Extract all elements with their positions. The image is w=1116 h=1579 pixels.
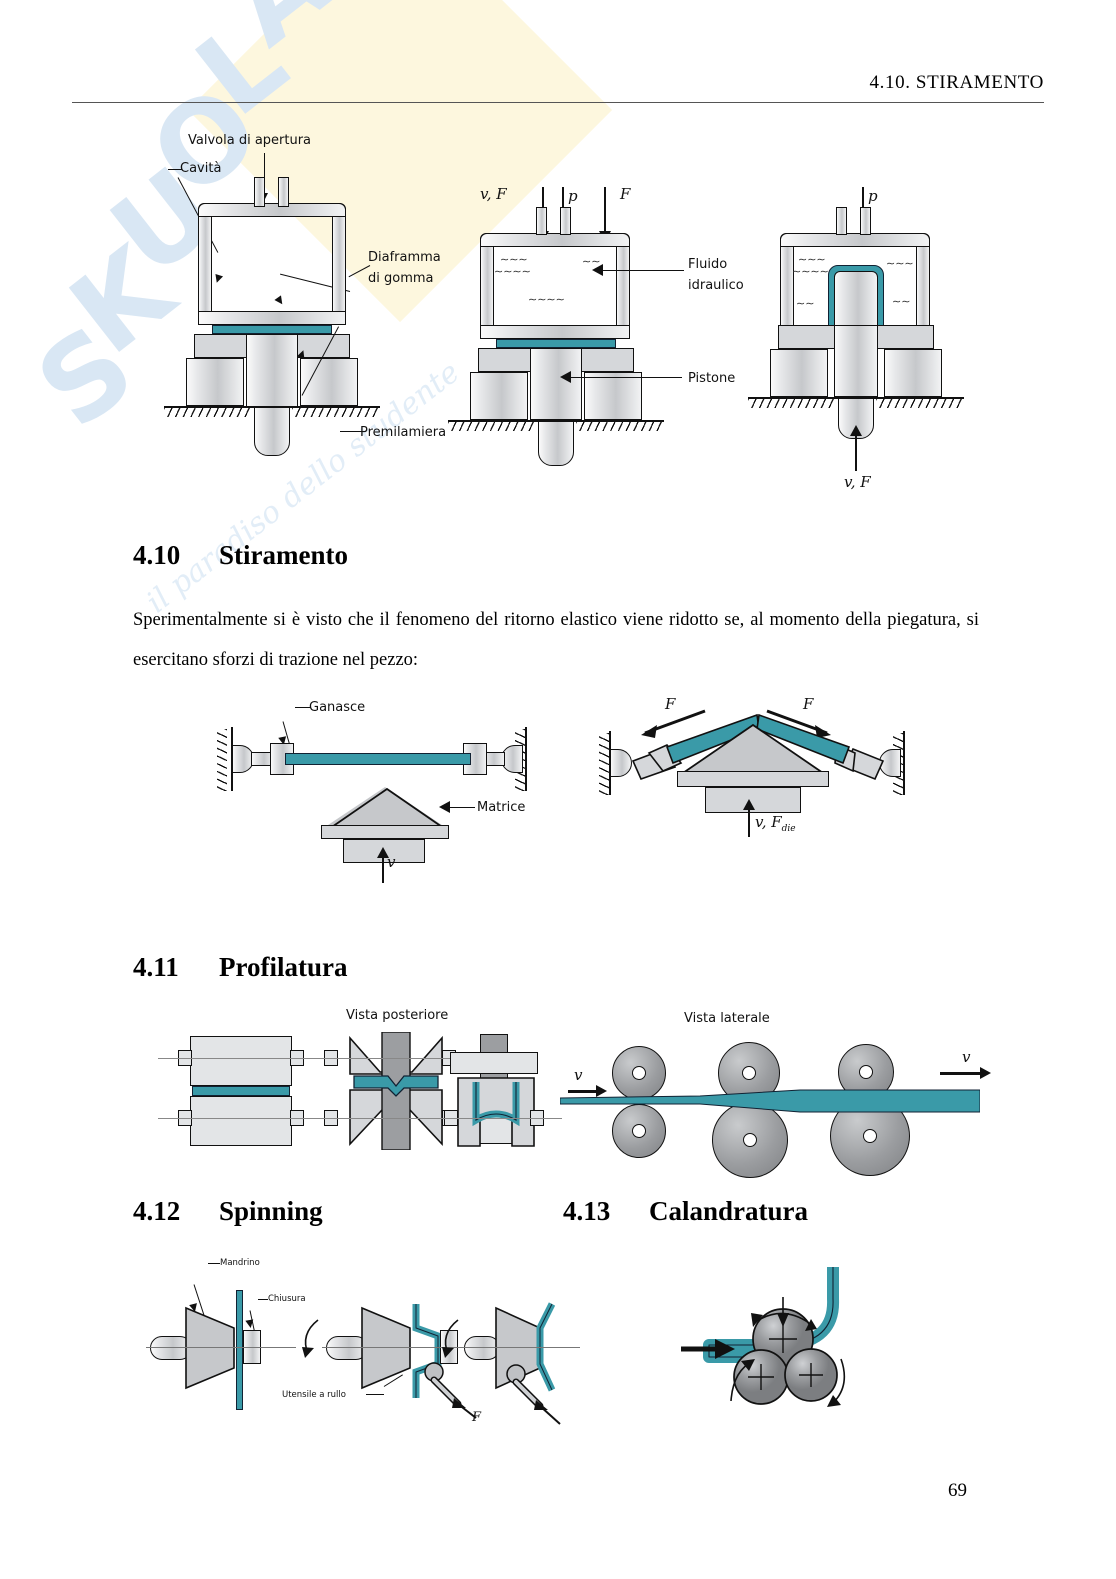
label-valvola-apertura: Valvola di apertura — [188, 133, 312, 148]
annotation-F-right-stretch: F — [803, 695, 814, 713]
heading-4-12: 4.12 Spinning — [133, 1196, 323, 1227]
roller-tool-3 — [506, 1364, 561, 1425]
label-fluido-1: Fluido — [688, 257, 728, 272]
roll-stage-2-shape — [349, 1032, 443, 1150]
annotation-p-right: p — [868, 187, 878, 205]
label-pistone: Pistone — [688, 371, 736, 386]
figure-stretch-forming: Ganasce v Matrice F — [217, 695, 905, 890]
annotation-v-left: v — [387, 853, 396, 871]
heading-4-13-number: 4.13 — [563, 1196, 611, 1226]
annotation-p-middle: p — [568, 187, 578, 205]
label-fluido-2: idraulico — [688, 278, 744, 293]
page-number: 69 — [948, 1480, 967, 1501]
heading-4-11-number: 4.11 — [133, 952, 179, 982]
running-head-text: 4.10. STIRAMENTO — [869, 72, 1044, 93]
annotation-v-in: v — [574, 1066, 583, 1084]
annotation-F-left-stretch: F — [665, 695, 676, 713]
paragraph-stiramento: Sperimentalmente si è visto che il fenom… — [133, 610, 979, 670]
annotation-v-F-bottom: v, F — [844, 473, 871, 491]
watermark-letter: L — [173, 0, 311, 142]
figure-roll-forming: Vista posteriore Vista laterale — [150, 1008, 991, 1178]
watermark-letter: A — [205, 0, 353, 71]
roll-stage-3-die — [457, 1077, 535, 1147]
heading-4-11: 4.11 Profilatura — [133, 952, 347, 983]
figure-spinning: Mandrino Chiusura — [146, 1258, 580, 1438]
heading-4-13-title: Calandratura — [649, 1196, 809, 1226]
roller-tool-2 — [424, 1362, 477, 1419]
calendering-drawing — [681, 1267, 846, 1407]
diaphragm-arrowhead — [274, 295, 286, 307]
label-ganasce: Ganasce — [309, 700, 366, 715]
heading-4-12-title: Spinning — [219, 1196, 323, 1226]
annotation-F-spinning: F — [472, 1410, 482, 1425]
label-diaframma-1: Diaframma — [368, 250, 441, 265]
heading-4-10-number: 4.10 — [133, 540, 181, 570]
heading-4-13: 4.13 Calandratura — [563, 1196, 808, 1227]
formed-part-2 — [412, 1304, 442, 1398]
annotation-v-F-left: v, F — [480, 185, 507, 203]
formed-part-3 — [536, 1302, 556, 1392]
annotation-v-Fdie: v, Fdie — [755, 813, 796, 834]
rotation-arrow-2 — [302, 1319, 319, 1358]
force-arrows-stretch — [641, 709, 831, 738]
heading-4-11-title: Profilatura — [219, 952, 348, 982]
cavity-arrowhead — [212, 273, 224, 285]
heading-4-12-number: 4.12 — [133, 1196, 181, 1226]
label-vista-posteriore: Vista posteriore — [346, 1008, 449, 1023]
watermark-letter: S — [14, 301, 158, 454]
die-outline-right — [680, 723, 826, 774]
figure-hydroforming: Valvola di apertura Cavità Diaframma di … — [150, 125, 1030, 491]
heading-4-10-title: Stiramento — [219, 540, 348, 570]
label-matrice: Matrice — [477, 800, 526, 815]
heading-4-10: 4.10 Stiramento — [133, 540, 348, 571]
mandrel-shape-2 — [361, 1306, 411, 1390]
bent-sheet-stretch — [631, 713, 885, 781]
label-mandrino: Mandrino — [220, 1258, 260, 1268]
label-premilamiera: Premilamiera — [360, 425, 447, 440]
annotation-v-out: v — [962, 1048, 971, 1066]
label-diaframma-2: di gomma — [368, 271, 434, 286]
label-vista-laterale: Vista laterale — [684, 1011, 770, 1026]
rotation-arrow-3 — [442, 1319, 459, 1358]
label-utensile-a-rullo: Utensile a rullo — [282, 1390, 346, 1400]
label-cavita: Cavità — [180, 161, 222, 176]
annotation-F-right: F — [620, 185, 631, 203]
roll-sheet-profile — [560, 1089, 980, 1113]
figure-calendering — [665, 1255, 945, 1440]
mandrel-shape-1 — [185, 1306, 235, 1390]
label-chiusura: Chiusura — [268, 1294, 306, 1304]
header-rule — [72, 102, 1044, 103]
